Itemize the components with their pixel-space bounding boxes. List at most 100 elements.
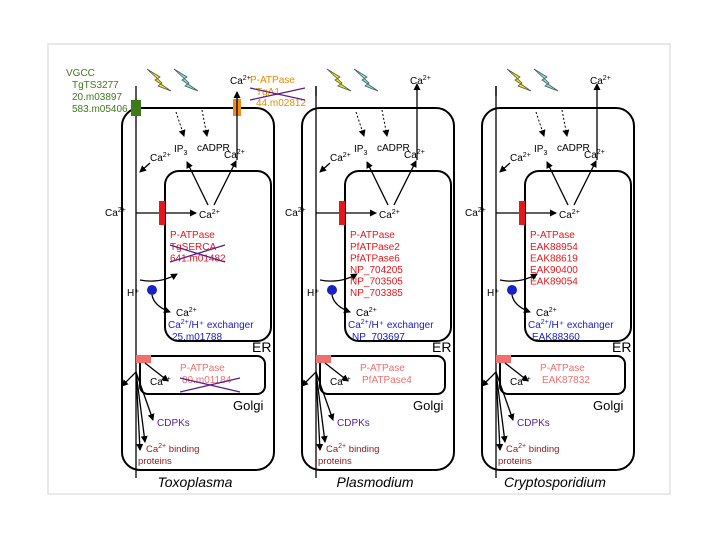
lightning-bolt-cyan-icon bbox=[533, 68, 559, 92]
er-label: ER bbox=[612, 339, 631, 355]
cross-out-line bbox=[169, 244, 226, 263]
proton-flow-arrow bbox=[139, 273, 178, 282]
golgi-uptake-arrow bbox=[504, 362, 529, 382]
signal-branch-arrow bbox=[315, 371, 324, 451]
ca-h-exchanger bbox=[507, 285, 517, 295]
exchanger-label: Ca2+/H⁺ exchanger bbox=[348, 319, 434, 331]
golgi-gene-id: EAK87832 bbox=[542, 375, 590, 386]
exchanger-ca-arrow bbox=[331, 294, 351, 314]
binding-proteins-label: Ca2+ binding bbox=[326, 443, 379, 455]
binding-proteins-label-2: proteins bbox=[138, 456, 172, 467]
golgi-atpase-label: P-ATPase bbox=[540, 363, 585, 374]
ip3-signal-arrow bbox=[175, 111, 186, 137]
cdpk-arrow bbox=[135, 371, 155, 421]
cadpr-label: cADPR bbox=[557, 143, 590, 154]
cytosolic-flow-arrow bbox=[319, 162, 331, 173]
organism-label: Toxoplasma bbox=[158, 474, 233, 490]
er-compartment bbox=[164, 170, 272, 342]
golgi-pump bbox=[496, 355, 511, 363]
organism-label: Cryptosporidium bbox=[504, 474, 606, 490]
exchanger-gene-id: NP_703697 bbox=[352, 332, 405, 343]
cadpr-signal-arrow bbox=[201, 109, 210, 137]
golgi-uptake-arrow bbox=[144, 362, 169, 382]
proton-label: H⁺ bbox=[307, 288, 320, 299]
lightning-bolt-cyan-icon bbox=[353, 68, 379, 92]
exchanger-label: Ca2+/H⁺ exchanger bbox=[168, 319, 254, 331]
golgi-label: Golgi bbox=[593, 398, 623, 413]
proton-label: H⁺ bbox=[487, 288, 500, 299]
cytosolic-flow-arrow bbox=[499, 162, 511, 173]
golgi-uptake-arrow bbox=[324, 362, 349, 382]
binding-protein-arrow bbox=[495, 371, 508, 443]
signal-branch-arrow bbox=[301, 371, 317, 387]
organism-label: Plasmodium bbox=[336, 474, 413, 490]
serca-atpase-label: P-ATPase bbox=[170, 230, 215, 241]
vgcc-gene-id: TgTS3277 bbox=[72, 80, 119, 91]
serca-atpase-label: P-ATPase bbox=[530, 230, 575, 241]
golgi-compartment bbox=[499, 355, 626, 395]
er-release-arrow bbox=[573, 160, 597, 206]
golgi-pump bbox=[136, 355, 151, 363]
er-label: ER bbox=[252, 339, 271, 355]
golgi-gene-id: 80.m01184 bbox=[182, 375, 232, 386]
vgcc-title: VGCC bbox=[66, 68, 95, 79]
cytosolic-flow-arrow bbox=[139, 162, 151, 173]
cdpks-label: CDPKs bbox=[157, 418, 190, 429]
signal-branch-arrow bbox=[481, 371, 497, 387]
cell-membrane bbox=[481, 107, 635, 471]
signal-branch-arrow bbox=[121, 371, 137, 387]
lightning-bolt-yellow-icon bbox=[146, 68, 172, 92]
cdpk-arrow bbox=[495, 371, 515, 421]
serca-gene-id: NP_704205 bbox=[350, 265, 403, 276]
cdpks-label: CDPKs bbox=[337, 418, 370, 429]
exchanger-ca-arrow bbox=[151, 294, 171, 314]
er-release-arrow bbox=[186, 161, 209, 206]
lightning-bolt-cyan-icon bbox=[173, 68, 199, 92]
exchanger-label: Ca2+/H⁺ exchanger bbox=[528, 319, 614, 331]
golgi-label: Golgi bbox=[233, 398, 263, 413]
serca-pump bbox=[159, 201, 165, 225]
binding-proteins-label-2: proteins bbox=[318, 456, 352, 467]
pm-atpase-label: P-ATPase bbox=[250, 75, 295, 86]
serca-gene-id: NP_703385 bbox=[350, 288, 403, 299]
cadpr-signal-arrow bbox=[381, 109, 390, 137]
cadpr-signal-arrow bbox=[561, 109, 570, 137]
er-release-arrow bbox=[546, 161, 569, 206]
golgi-atpase-label: P-ATPase bbox=[360, 363, 405, 374]
golgi-compartment bbox=[139, 355, 266, 395]
signal-branch-arrow bbox=[495, 371, 504, 451]
golgi-gene-id: PfATPase4 bbox=[362, 375, 412, 386]
cell-membrane bbox=[301, 107, 455, 471]
cadpr-label: cADPR bbox=[197, 143, 230, 154]
golgi-compartment bbox=[319, 355, 446, 395]
binding-proteins-label: Ca2+ binding bbox=[146, 443, 199, 455]
golgi-label: Golgi bbox=[413, 398, 443, 413]
proton-flow-arrow bbox=[499, 273, 538, 282]
serca-gene-id: NP_703505 bbox=[350, 277, 403, 288]
ca-h-exchanger bbox=[147, 285, 157, 295]
cell-membrane bbox=[121, 107, 275, 471]
serca-gene-id: 641.m01482 bbox=[170, 254, 226, 265]
serca-gene-id: EAK90400 bbox=[530, 265, 578, 276]
binding-protein-arrow bbox=[315, 371, 328, 443]
ip3-signal-arrow bbox=[535, 111, 546, 137]
serca-gene-id: PfATPase2 bbox=[350, 242, 400, 253]
er-compartment bbox=[344, 170, 452, 342]
binding-proteins-label-2: proteins bbox=[498, 456, 532, 467]
serca-gene-id: PfATPase6 bbox=[350, 254, 400, 265]
proton-flow-arrow bbox=[319, 273, 358, 282]
pm-atpase-gene-id: 44.m02812 bbox=[256, 98, 306, 109]
exchanger-gene-id: EAK88360 bbox=[532, 332, 580, 343]
lightning-bolt-yellow-icon bbox=[506, 68, 532, 92]
cdpks-label: CDPKs bbox=[517, 418, 550, 429]
golgi-atpase-label: P-ATPase bbox=[180, 363, 225, 374]
er-compartment bbox=[524, 170, 632, 342]
binding-proteins-label: Ca2+ binding bbox=[506, 443, 559, 455]
serca-pump bbox=[339, 201, 345, 225]
proton-label: H⁺ bbox=[127, 288, 140, 299]
vgcc-channel bbox=[131, 100, 141, 116]
